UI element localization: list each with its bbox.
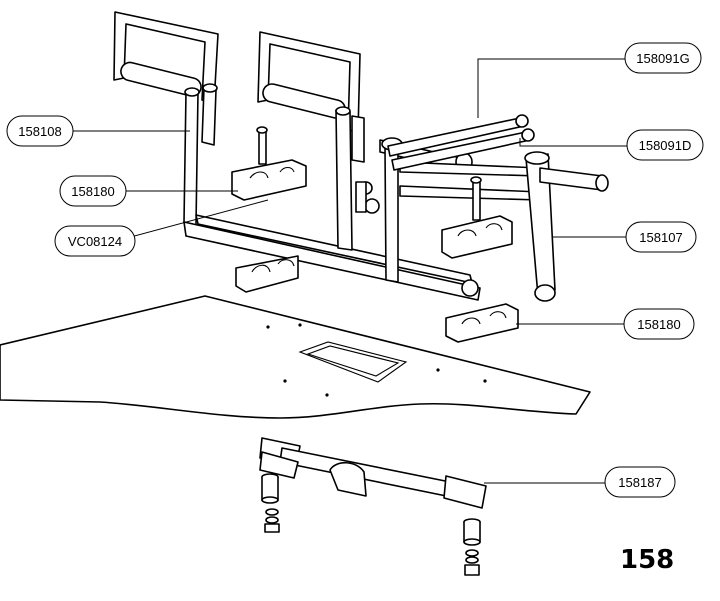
rubber-mount-left bbox=[261, 473, 280, 533]
floor-plate bbox=[0, 295, 591, 419]
callout-158108: 158108 bbox=[6, 115, 74, 147]
callout-label: 158108 bbox=[18, 124, 61, 139]
callout-label: 158091G bbox=[636, 51, 690, 66]
callout-158107: 158107 bbox=[625, 221, 697, 253]
clamp-block-upper-left bbox=[231, 126, 307, 201]
clamp-block-lower-left bbox=[235, 255, 299, 293]
callout-VC08124: VC08124 bbox=[54, 225, 136, 257]
clamp-block-lower-right bbox=[445, 303, 519, 343]
callout-158180-lower: 158180 bbox=[623, 308, 695, 340]
callout-158180-upper: 158180 bbox=[59, 175, 127, 207]
callout-158091D: 158091D bbox=[626, 129, 704, 161]
centre-seat-frame bbox=[257, 31, 365, 251]
page-number: 158 bbox=[620, 545, 675, 575]
callout-label: 158187 bbox=[618, 475, 661, 490]
rubber-mount-right bbox=[463, 518, 481, 576]
callout-label: 158091D bbox=[639, 138, 692, 153]
tie-rods bbox=[355, 114, 535, 214]
under-crossmember bbox=[259, 437, 487, 509]
callout-158091G: 158091G bbox=[624, 42, 702, 74]
callout-label: VC08124 bbox=[68, 234, 122, 249]
leader-lines bbox=[52, 58, 630, 484]
callout-158187: 158187 bbox=[604, 466, 676, 498]
left-seat-frame bbox=[113, 11, 481, 301]
callout-label: 158180 bbox=[71, 184, 114, 199]
callout-label: 158180 bbox=[637, 317, 680, 332]
clamp-block-upper-right bbox=[441, 176, 513, 259]
callout-label: 158107 bbox=[639, 230, 682, 245]
